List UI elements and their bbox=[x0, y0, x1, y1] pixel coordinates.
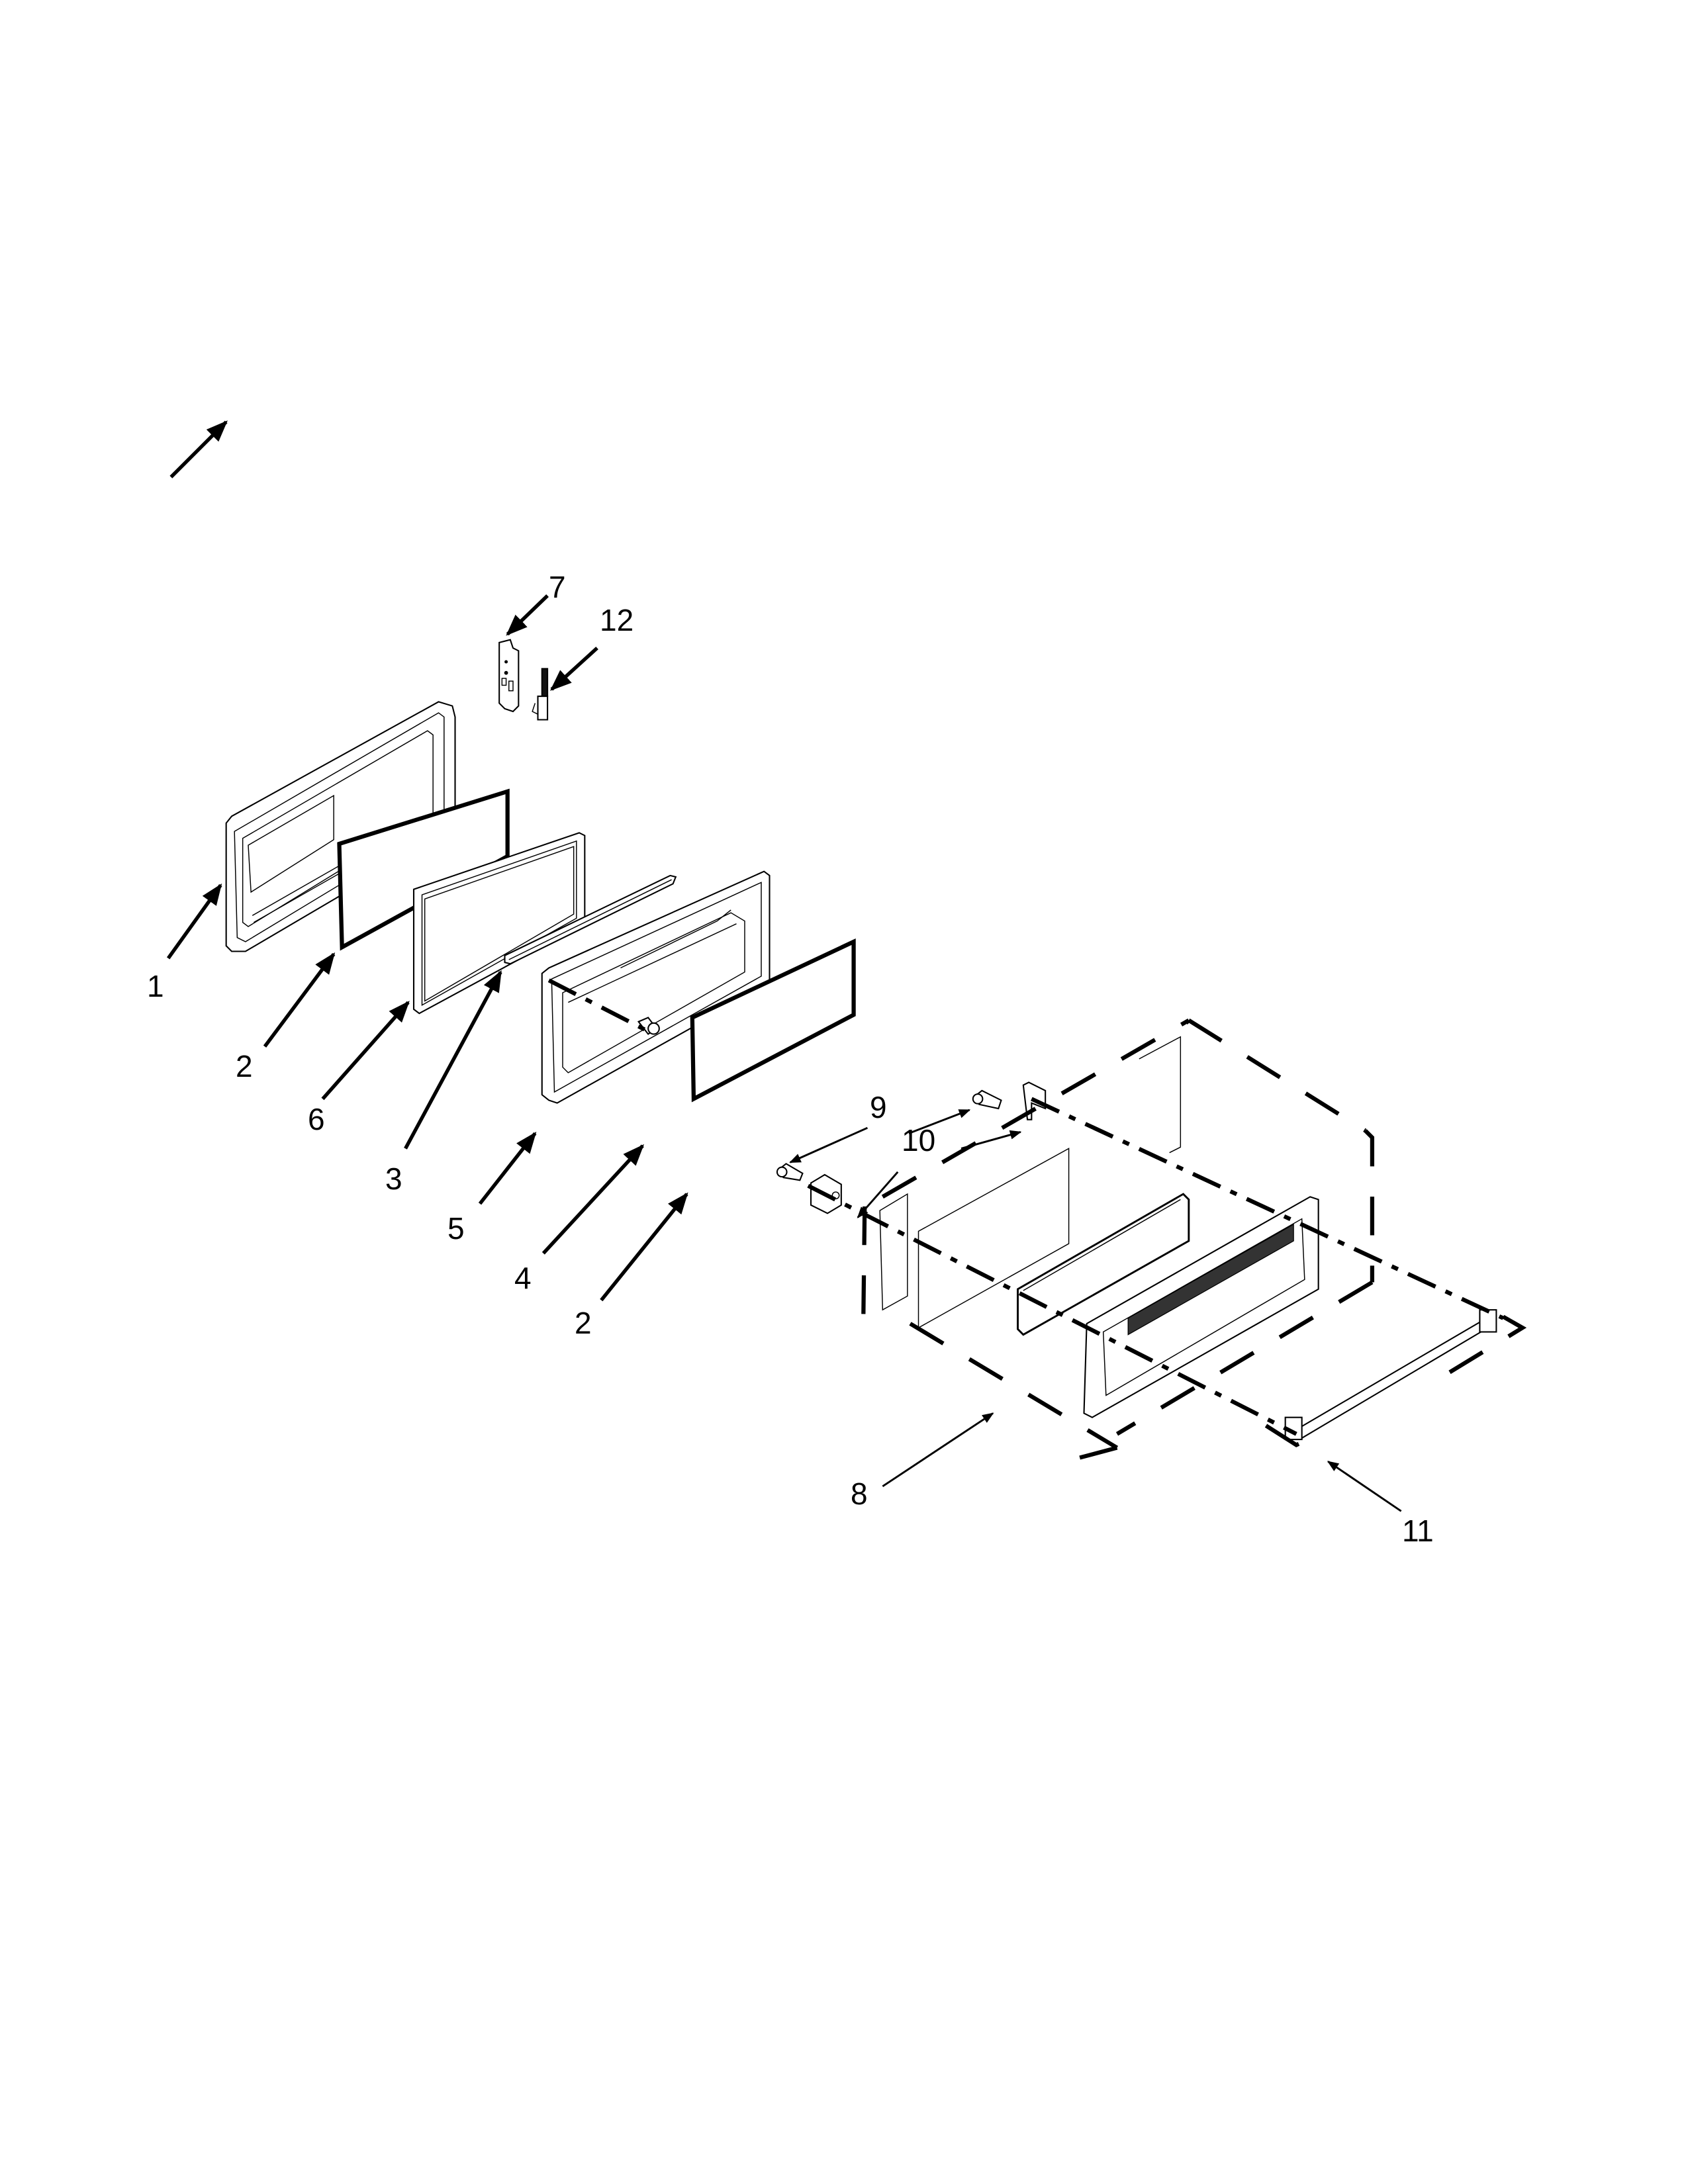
part-11-door-handle bbox=[1264, 1309, 1527, 1447]
assembly-axis-lines bbox=[547, 978, 1505, 1436]
part-3-trim-strip bbox=[504, 874, 677, 965]
leader-12 bbox=[549, 647, 598, 691]
leader-9a bbox=[908, 1109, 971, 1134]
leader-2a bbox=[263, 952, 336, 1048]
leader-10b bbox=[857, 1171, 899, 1218]
part-4-screw bbox=[637, 1017, 660, 1035]
leader-8 bbox=[882, 1412, 994, 1488]
callout-leaders bbox=[166, 420, 1402, 1512]
leader-4 bbox=[541, 1144, 645, 1255]
leader-6 bbox=[321, 1001, 410, 1101]
leader-11 bbox=[1327, 1461, 1402, 1512]
part-8-outer-door-assembly bbox=[861, 1018, 1375, 1461]
leader-2b bbox=[600, 1192, 688, 1302]
leader-7 bbox=[506, 594, 549, 636]
part-9-screw-upper bbox=[972, 1089, 1002, 1110]
part-2-glass-panel-upper bbox=[337, 788, 510, 951]
part-2-glass-panel-lower bbox=[690, 938, 856, 1103]
part-12-latch-pin bbox=[532, 668, 549, 721]
leader-3 bbox=[404, 970, 502, 1150]
part-7-hinge-bracket bbox=[498, 639, 520, 713]
leader-10a bbox=[961, 1130, 1022, 1150]
leader-9b bbox=[789, 1126, 868, 1163]
leader-5 bbox=[478, 1131, 537, 1205]
leader-1 bbox=[166, 883, 222, 960]
part-9-screw-lower bbox=[776, 1163, 804, 1181]
